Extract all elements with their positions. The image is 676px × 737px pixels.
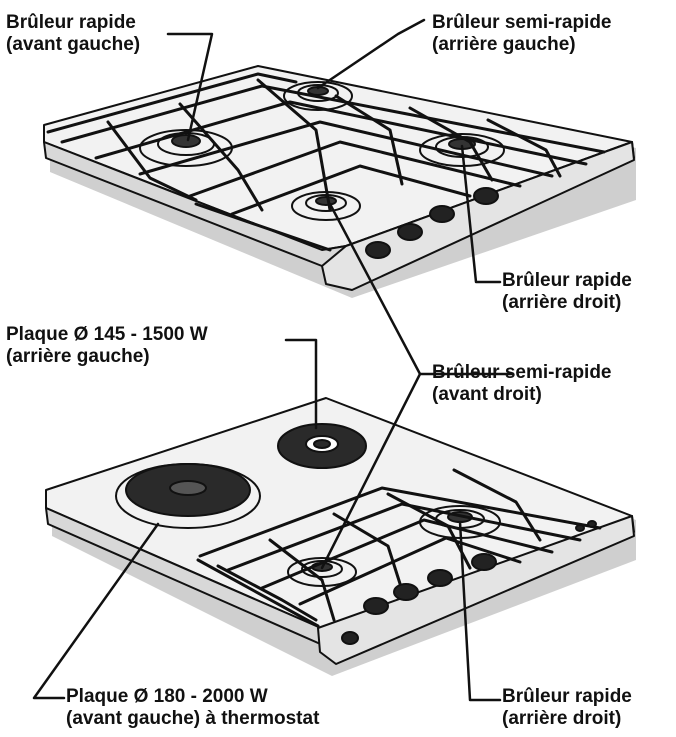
top-burner-front-right: [291, 191, 361, 221]
bottom-control-knobs: [341, 520, 597, 645]
top-control-knobs: [365, 187, 499, 259]
label-line: Plaque Ø 145 - 1500 W: [6, 324, 208, 345]
leader-bl-top: [316, 18, 426, 90]
label-hotplate-back: Plaque Ø 145 - 1500 W (arrière gauche): [6, 324, 208, 368]
leader-plate-back: [284, 338, 318, 430]
label-fast-burner-back-right-top: Brûleur rapide (arrière droit): [502, 270, 632, 314]
label-fast-burner-front-left: Brûleur rapide (avant gauche): [6, 12, 140, 56]
bottom-control-panel: [317, 515, 635, 665]
hotplate-back-small: [277, 423, 367, 469]
leader-fr-bottom: [320, 372, 422, 570]
label-hotplate-front: Plaque Ø 180 - 2000 W (avant gauche) à t…: [66, 686, 319, 730]
label-semi-fast-burner-front-right: Brûleur semi-rapide (avant droit): [432, 362, 612, 406]
label-line: Brûleur semi-rapide: [432, 362, 612, 383]
top-pan-supports: [46, 72, 606, 252]
label-line: Plaque Ø 180 - 2000 W: [66, 686, 268, 707]
label-line: (arrière gauche): [432, 34, 576, 55]
leader-fl-top: [166, 32, 214, 142]
hotplate-front-large: [115, 463, 261, 529]
label-line: Brûleur rapide: [6, 12, 136, 33]
label-line: (arrière gauche): [6, 346, 150, 367]
bottom-mixed-hob: [45, 397, 636, 676]
label-line: (arrière droit): [502, 708, 622, 729]
label-line: (avant gauche) à thermostat: [66, 708, 320, 729]
label-semi-fast-burner-back-left: Brûleur semi-rapide (arrière gauche): [432, 12, 612, 56]
label-line: (arrière droit): [502, 292, 622, 313]
label-line: Brûleur rapide: [502, 270, 632, 291]
bottom-pan-supports: [196, 468, 602, 628]
label-line: (avant gauche): [6, 34, 141, 55]
top-gas-hob: [43, 65, 636, 298]
leader-lines: [32, 18, 514, 702]
label-line: Brûleur rapide: [502, 686, 632, 707]
label-line: (avant droit): [432, 384, 542, 405]
label-fast-burner-back-right-bottom: Brûleur rapide (arrière droit): [502, 686, 632, 730]
leader-br-top: [460, 144, 502, 284]
leader-plate-front: [32, 522, 160, 700]
label-line: Brûleur semi-rapide: [432, 12, 612, 33]
leader-br-bottom: [458, 520, 502, 702]
top-control-panel: [321, 141, 635, 291]
